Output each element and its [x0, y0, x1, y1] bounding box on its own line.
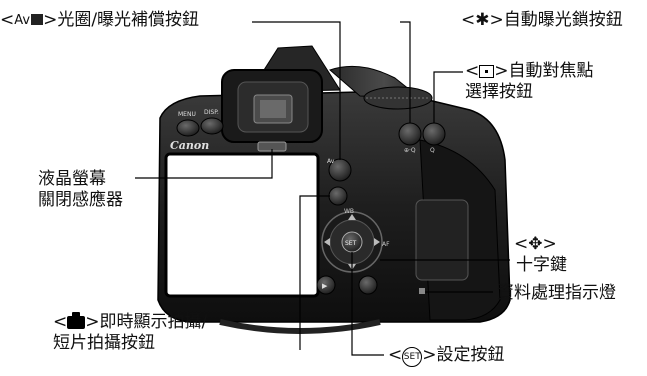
display-sensor-label-line2: 關閉感應器: [38, 190, 123, 210]
set-button-label: >設定按鈕: [422, 345, 505, 365]
display-sensor-label-line1: 液晶螢幕: [38, 169, 106, 189]
ae-lock-label: >自動曝光鎖按鈕: [489, 10, 623, 30]
cross-keys-prefix: <: [514, 234, 529, 254]
svg-text:Av: Av: [327, 158, 335, 165]
cross-keys-icon: ✥: [528, 234, 543, 254]
access-lamp: [419, 288, 425, 294]
ae-lock-icon: ✱: [475, 10, 490, 30]
cross-keys-label: 十字鍵: [516, 255, 567, 275]
ae-lock-callout: <✱>自動曝光鎖按鈕: [461, 10, 623, 31]
cross-keys-callout: <✥> 十字鍵: [514, 234, 567, 276]
set-button-callout: <SET>設定按鈕: [388, 345, 505, 367]
access-lamp-callout: 資料處理指示燈: [497, 283, 616, 304]
af-point-icon: [479, 65, 495, 78]
av-exposure-label: >光圈/曝光補償按鈕: [43, 10, 200, 30]
svg-text:WB: WB: [344, 208, 354, 215]
live-view-label: >即時顯示拍攝/: [85, 312, 208, 332]
set-button-prefix: <: [388, 345, 403, 365]
live-view-prefix: <: [53, 312, 68, 332]
af-point-label: >自動對焦點: [494, 61, 594, 81]
av-exposure-icon: Av: [14, 10, 44, 31]
svg-text:Q: Q: [430, 147, 435, 154]
lcd-screen: [164, 152, 320, 298]
af-point-callout: < >自動對焦點 選擇按鈕: [465, 61, 594, 103]
brand-logo: Canon: [170, 139, 209, 152]
svg-text:AF: AF: [382, 241, 390, 248]
delete-button-shape: [358, 275, 378, 295]
svg-text:▶: ▶: [322, 282, 328, 290]
display-sensor-callout: 液晶螢幕 關閉感應器: [38, 169, 123, 211]
cross-keys-suffix: >: [542, 234, 557, 254]
live-view-callout: < >即時顯示拍攝/ 短片拍攝按鈕: [53, 312, 207, 354]
access-lamp-label: 資料處理指示燈: [497, 283, 616, 303]
playback-button-shape: [316, 275, 336, 295]
ae-lock-prefix: <: [461, 10, 476, 30]
disp-button-shape: [200, 117, 224, 135]
af-point-label-line2: 選擇按鈕: [465, 82, 533, 102]
av-exposure-prefix: <: [0, 10, 15, 30]
av-exposure-callout: <Av>光圈/曝光補償按鈕: [0, 10, 199, 31]
menu-button-shape: [176, 119, 200, 137]
svg-text:SET: SET: [345, 240, 357, 247]
svg-text:DISP.: DISP.: [204, 109, 219, 116]
af-point-prefix: <: [465, 61, 480, 81]
svg-text:MENU: MENU: [178, 111, 196, 118]
live-view-label-line2: 短片拍攝按鈕: [53, 333, 155, 353]
set-icon: SET: [402, 347, 423, 367]
live-view-camera-icon: [67, 312, 86, 329]
svg-text:⊕·Q: ⊕·Q: [404, 147, 416, 154]
